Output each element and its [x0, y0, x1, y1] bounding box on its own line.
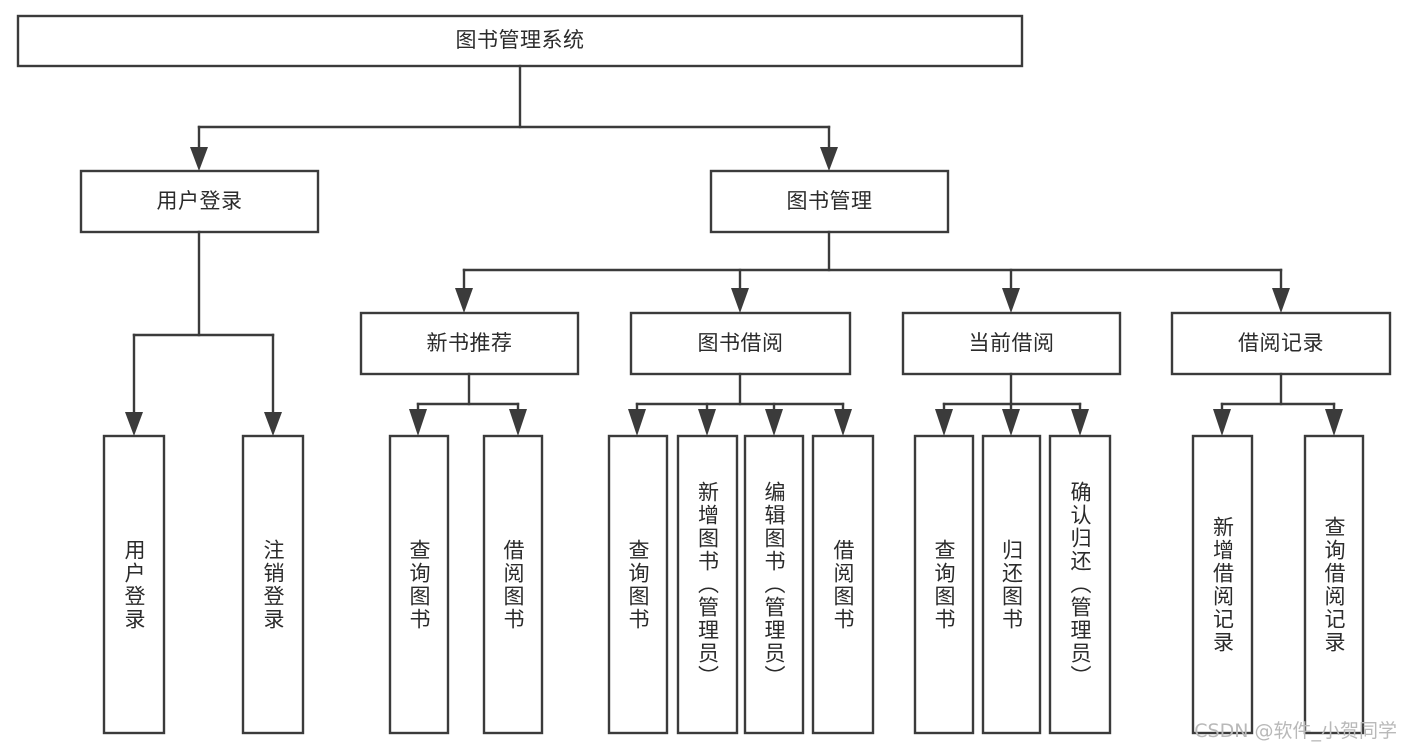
leaf-node-box[interactable]: [241, 434, 305, 735]
arrowhead-current-borrow-3: [1071, 409, 1089, 436]
level3-node-box[interactable]: [1170, 311, 1392, 376]
arrowhead-user-login-2: [264, 412, 282, 436]
arrowheads-group: [125, 147, 1343, 436]
arrowhead-user-login-1: [125, 412, 143, 436]
arrowhead-new-book-1: [409, 409, 427, 436]
leaf-node-box[interactable]: [676, 434, 739, 735]
arrowhead-new-book-2: [509, 409, 527, 436]
level2-node-box[interactable]: [709, 169, 950, 234]
leaf-node-box[interactable]: [482, 434, 544, 735]
arrowhead-borrow: [731, 288, 749, 313]
leaf-node-box[interactable]: [1303, 434, 1365, 735]
leaf-node-box[interactable]: [607, 434, 669, 735]
leaf-node-box[interactable]: [743, 434, 805, 735]
node-boxes-group: [16, 14, 1392, 735]
level3-node-box[interactable]: [901, 311, 1122, 376]
arrowhead-borrow-4: [834, 409, 852, 436]
level2-node-box[interactable]: [79, 169, 320, 234]
arrowhead-records-2: [1325, 409, 1343, 436]
leaf-node-box[interactable]: [1191, 434, 1254, 735]
arrowhead-records: [1272, 288, 1290, 313]
arrowhead-borrow-1: [628, 409, 646, 436]
leaf-node-box[interactable]: [102, 434, 166, 735]
leaf-node-box[interactable]: [981, 434, 1042, 735]
root-node-box[interactable]: [16, 14, 1024, 68]
level3-node-box[interactable]: [359, 311, 580, 376]
arrowhead-new-book: [455, 288, 473, 313]
arrowhead-current-borrow-2: [1002, 409, 1020, 436]
arrowhead-records-1: [1213, 409, 1231, 436]
leaf-node-box[interactable]: [811, 434, 875, 735]
arrowhead-borrow-3: [765, 409, 783, 436]
leaf-node-box[interactable]: [913, 434, 975, 735]
csdn-watermark: CSDN @软件_小贺同学: [1194, 720, 1397, 742]
leaf-node-box[interactable]: [388, 434, 450, 735]
arrowhead-borrow-2: [698, 409, 716, 436]
arrowhead-to-book-mgmt: [820, 147, 838, 171]
arrowhead-current-borrow-1: [935, 409, 953, 436]
arrowhead-to-user-login: [190, 147, 208, 171]
arrowhead-current-borrow: [1002, 288, 1020, 313]
level3-node-box[interactable]: [629, 311, 852, 376]
leaf-node-box[interactable]: [1048, 434, 1112, 735]
